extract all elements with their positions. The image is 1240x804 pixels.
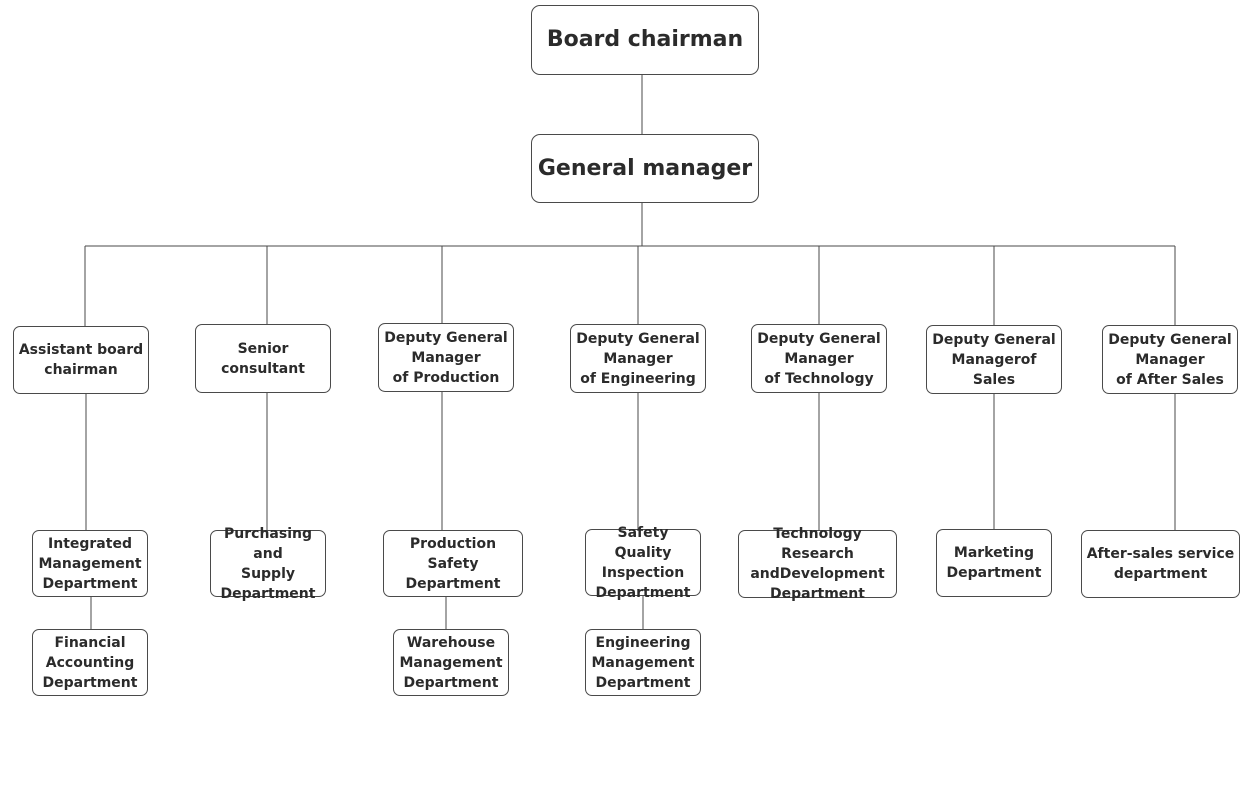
safety-quality-inspection-box: Safety Quality Inspection Department bbox=[585, 525, 701, 601]
general-manager-box: General manager bbox=[531, 134, 759, 203]
technology-rd-box: Technology Research andDevelopment Depar… bbox=[738, 526, 897, 602]
integrated-management-box: Integrated Management Department bbox=[32, 530, 148, 597]
assistant-board-chairman-box: Assistant board chairman bbox=[13, 326, 149, 394]
dgm-technology-box: Deputy General Manager of Technology bbox=[751, 324, 887, 393]
production-safety-label: Production Safety Department bbox=[405, 535, 501, 592]
general-manager-label: General manager bbox=[537, 155, 753, 181]
safety-quality-inspection-label: Safety Quality Inspection Department bbox=[595, 524, 691, 601]
dgm-production-label: Deputy General Manager of Production bbox=[384, 329, 508, 386]
senior-consultant-label: Senior consultant bbox=[221, 340, 305, 377]
purchasing-supply-box: Purchasing and Supply Department bbox=[210, 526, 326, 602]
dgm-production-box: Deputy General Manager of Production bbox=[378, 323, 514, 392]
engineering-management-box: Engineering Management Department bbox=[585, 629, 701, 696]
assistant-board-chairman-label: Assistant board chairman bbox=[18, 342, 144, 378]
engineering-management-label: Engineering Management Department bbox=[591, 634, 695, 691]
technology-rd-label: Technology Research andDevelopment Depar… bbox=[750, 526, 885, 602]
purchasing-supply-label: Purchasing and Supply Department bbox=[220, 525, 316, 602]
warehouse-management-box: Warehouse Management Department bbox=[393, 629, 509, 696]
dgm-engineering-label: Deputy General Manager of Engineering bbox=[576, 330, 700, 387]
board-chairman-box: Board chairman bbox=[531, 5, 759, 75]
after-sales-service-box: After-sales service department bbox=[1081, 530, 1240, 598]
dgm-after-sales-label: Deputy General Manager of After Sales bbox=[1108, 331, 1232, 388]
dgm-sales-box: Deputy General Managerof Sales bbox=[926, 325, 1062, 394]
integrated-management-label: Integrated Management Department bbox=[38, 535, 142, 592]
board-chairman-label: Board chairman bbox=[546, 27, 744, 52]
dgm-technology-label: Deputy General Manager of Technology bbox=[757, 330, 881, 387]
dgm-engineering-box: Deputy General Manager of Engineering bbox=[570, 324, 706, 393]
senior-consultant-box: Senior consultant bbox=[195, 324, 331, 393]
warehouse-management-label: Warehouse Management Department bbox=[399, 634, 503, 691]
dgm-sales-label: Deputy General Managerof Sales bbox=[932, 331, 1056, 388]
marketing-label: Marketing Department bbox=[946, 545, 1042, 581]
dgm-after-sales-box: Deputy General Manager of After Sales bbox=[1102, 325, 1238, 394]
marketing-box: Marketing Department bbox=[936, 529, 1052, 597]
financial-accounting-box: Financial Accounting Department bbox=[32, 629, 148, 696]
after-sales-service-label: After-sales service department bbox=[1086, 546, 1235, 582]
financial-accounting-label: Financial Accounting Department bbox=[42, 634, 138, 691]
production-safety-box: Production Safety Department bbox=[383, 530, 523, 597]
